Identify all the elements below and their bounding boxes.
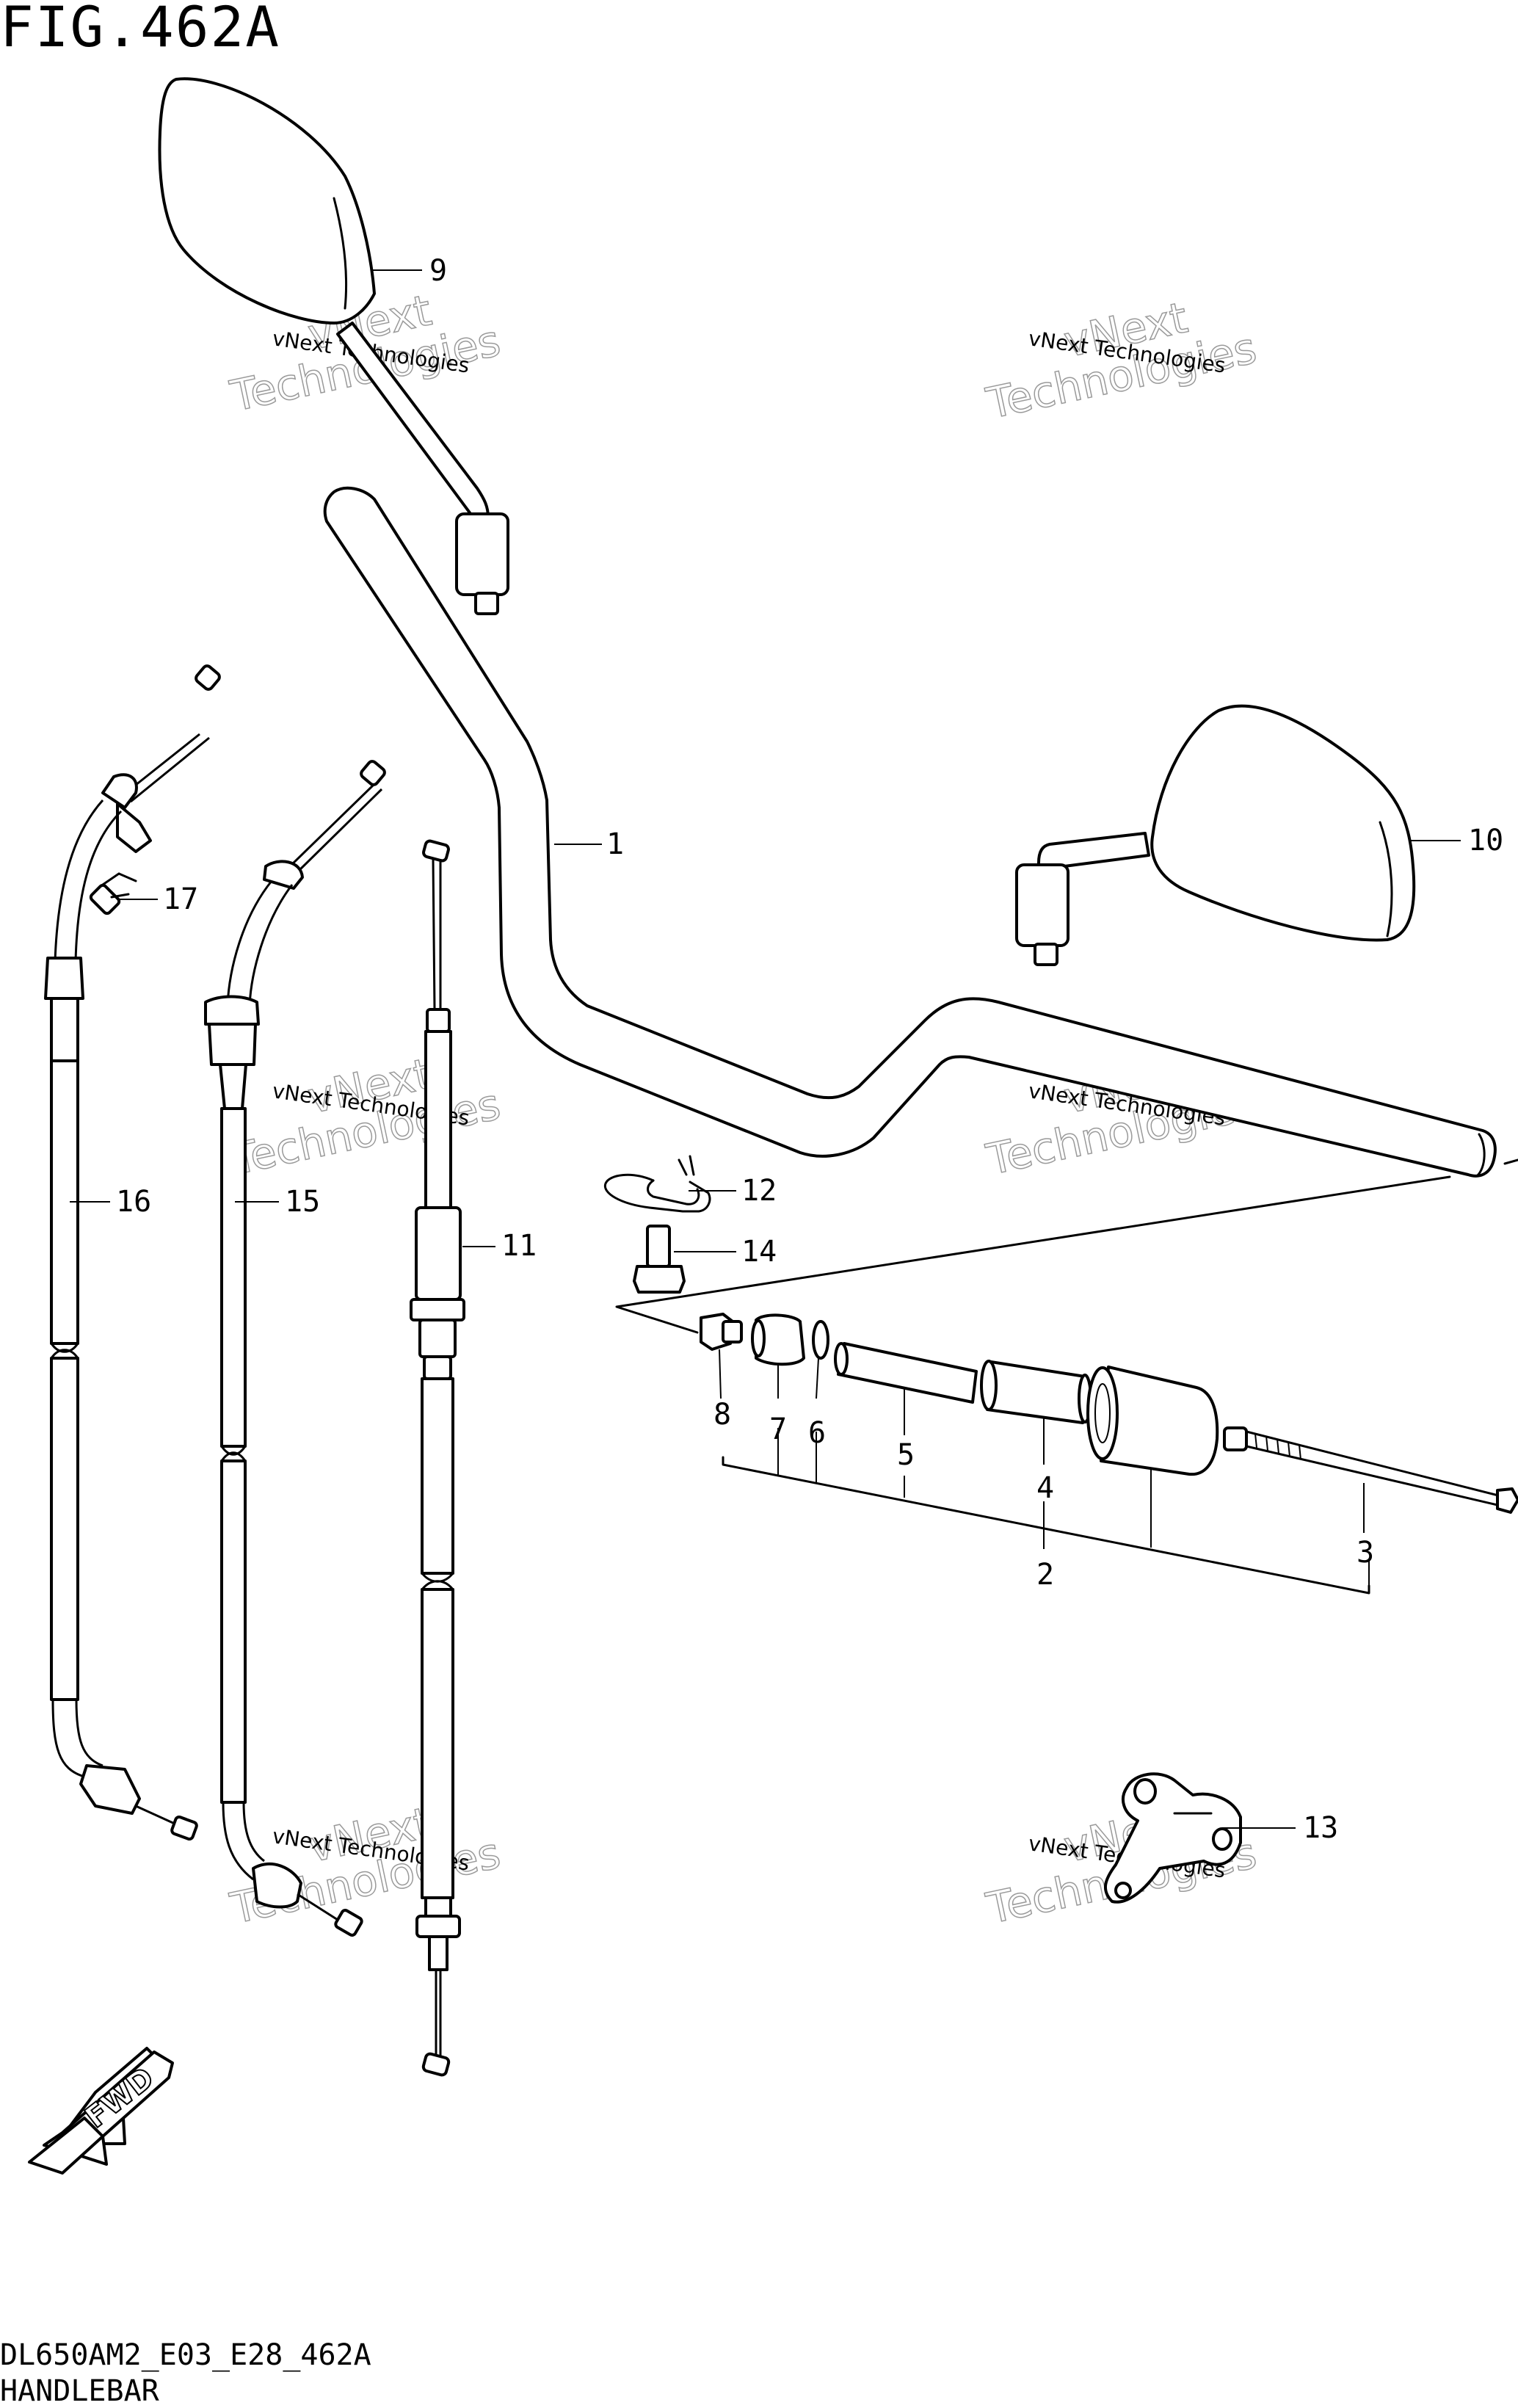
cable-part-11 — [410, 839, 465, 2077]
bracket-part-13 — [1104, 1772, 1242, 1904]
cable-part-16 — [44, 664, 221, 1841]
left-mirror-part-9 — [158, 77, 509, 615]
right-mirror-part-10 — [1015, 704, 1416, 966]
callout-4: 4 — [1036, 1471, 1054, 1505]
callout-11: 11 — [501, 1229, 537, 1263]
bar-end-assembly — [615, 1158, 1518, 1595]
figure-name: HANDLEBAR — [0, 2374, 159, 2408]
callout-17: 17 — [163, 882, 198, 916]
cable-part-15 — [204, 760, 386, 1937]
callout-5: 5 — [897, 1438, 915, 1472]
callout-6: 6 — [808, 1416, 826, 1450]
callout-1: 1 — [606, 827, 624, 861]
figure-code: DL650AM2_E03_E28_462A — [0, 2338, 371, 2372]
callout-numbers: 1 2 3 4 5 6 7 8 9 10 11 12 13 14 15 16 1… — [116, 254, 1503, 1845]
watermark-2: vNext Technologies — [981, 292, 1261, 429]
callout-7: 7 — [769, 1412, 787, 1446]
callout-leaders — [70, 269, 1461, 1829]
callout-3: 3 — [1357, 1536, 1374, 1570]
clip-part-12 — [603, 1155, 711, 1213]
callout-8: 8 — [713, 1398, 731, 1432]
callout-13: 13 — [1303, 1811, 1338, 1845]
callout-10: 10 — [1468, 824, 1503, 857]
fwd-arrow-icon: FWD — [28, 2047, 174, 2175]
callout-15: 15 — [285, 1185, 320, 1219]
handlebar-part-1 — [323, 486, 1497, 1178]
bolt-part-14 — [633, 1225, 686, 1294]
callout-2: 2 — [1036, 1558, 1054, 1592]
callout-14: 14 — [741, 1235, 777, 1269]
callout-12: 12 — [741, 1174, 777, 1208]
screw-part-17 — [89, 872, 137, 915]
figure-title: FIG.462A — [0, 0, 281, 59]
callout-9: 9 — [429, 254, 447, 288]
callout-16: 16 — [116, 1185, 151, 1219]
